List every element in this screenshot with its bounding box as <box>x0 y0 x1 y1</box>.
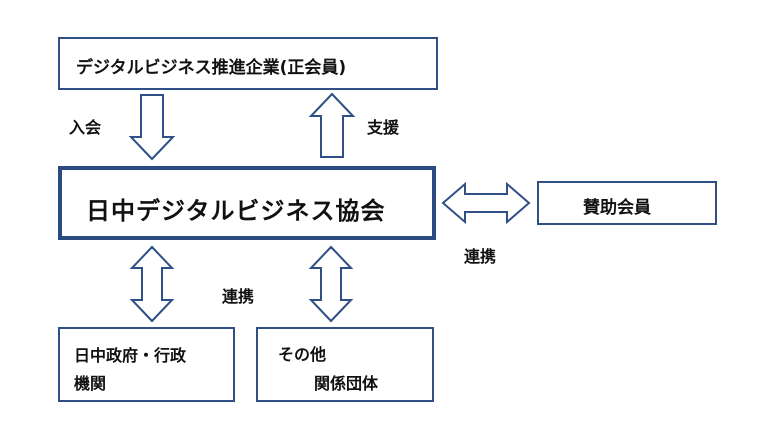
other-orgs-label-line2: 関係団体 <box>314 374 379 393</box>
sponsor-double-arrow <box>441 181 531 225</box>
support-arrow <box>308 92 356 158</box>
sponsor-member-box: 賛助会員 <box>537 181 717 225</box>
government-label-line1: 日中政府・行政 <box>74 346 187 365</box>
government-box: 日中政府・行政 機関 <box>58 327 235 402</box>
member-companies-label: デジタルビジネス推進企業(正会員) <box>76 58 347 78</box>
member-companies-box: デジタルビジネス推進企業(正会員) <box>58 37 438 90</box>
other-orgs-box: その他 関係団体 <box>256 327 434 402</box>
join-arrow <box>128 94 176 161</box>
other-orgs-label-line1: その他 <box>278 345 327 364</box>
join-label: 入会 <box>69 118 102 137</box>
link-label-bottom: 連携 <box>222 287 255 306</box>
government-label-line2: 機関 <box>74 374 107 393</box>
association-label: 日中デジタルビジネス協会 <box>86 197 386 225</box>
gov-double-arrow <box>129 245 175 323</box>
link-label-right: 連携 <box>464 247 497 266</box>
association-box: 日中デジタルビジネス協会 <box>58 166 436 240</box>
support-label: 支援 <box>367 118 400 137</box>
sponsor-member-label: 賛助会員 <box>583 198 651 218</box>
other-double-arrow <box>308 245 354 323</box>
